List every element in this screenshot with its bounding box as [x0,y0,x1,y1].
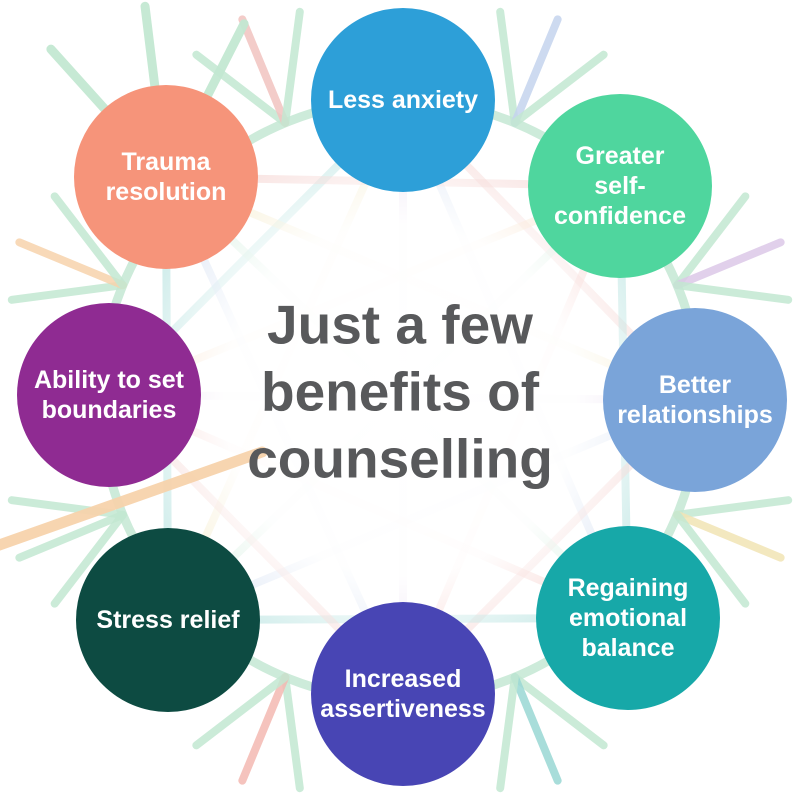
benefit-node-ability-to-set-boundaries: Ability to set boundaries [17,303,201,487]
center-fade-overlay [115,115,685,685]
network-line [238,15,290,127]
benefit-label: Trauma resolution [105,148,227,206]
network-line [510,50,608,127]
benefit-node-increased-assertiveness: Increased assertiveness [311,602,495,786]
network-line [15,238,127,290]
network-line [281,7,304,127]
network-line [673,238,785,290]
benefit-label: Better relationships [617,371,773,429]
network-line [281,673,304,793]
benefit-node-greater-self-confidence: Greater self- confidence [528,94,712,278]
benefit-node-less-anxiety: Less anxiety [311,8,495,192]
network-line [510,15,562,127]
network-line [510,673,562,785]
benefit-label: Increased assertiveness [320,665,486,723]
benefit-label: Regaining emotional balance [567,574,689,662]
network-line [192,50,290,127]
network-line [673,496,793,519]
network-line [510,673,608,750]
network-line [496,7,519,127]
network-line [673,192,750,290]
network-line [15,510,127,562]
benefit-label: Greater self- confidence [554,142,686,230]
benefit-node-stress-relief: Stress relief [76,528,260,712]
benefit-node-better-relationships: Better relationships [603,308,787,492]
network-line [0,446,268,551]
network-line [50,510,127,608]
benefit-label: Ability to set boundaries [33,366,184,424]
benefit-label: Stress relief [96,606,240,634]
network-line [673,510,785,562]
benefit-node-trauma-resolution: Trauma resolution [74,85,258,269]
network-line [496,673,519,793]
network-line [238,673,290,785]
network-line [50,192,127,290]
benefit-label: Less anxiety [327,86,479,114]
diagram-title: Just a few benefits of counselling [247,293,553,490]
network-line [673,281,793,304]
network-line [7,281,127,304]
benefit-node-regaining-emotional-balance: Regaining emotional balance [536,526,720,710]
network-line [673,510,750,608]
network-line [192,673,290,750]
